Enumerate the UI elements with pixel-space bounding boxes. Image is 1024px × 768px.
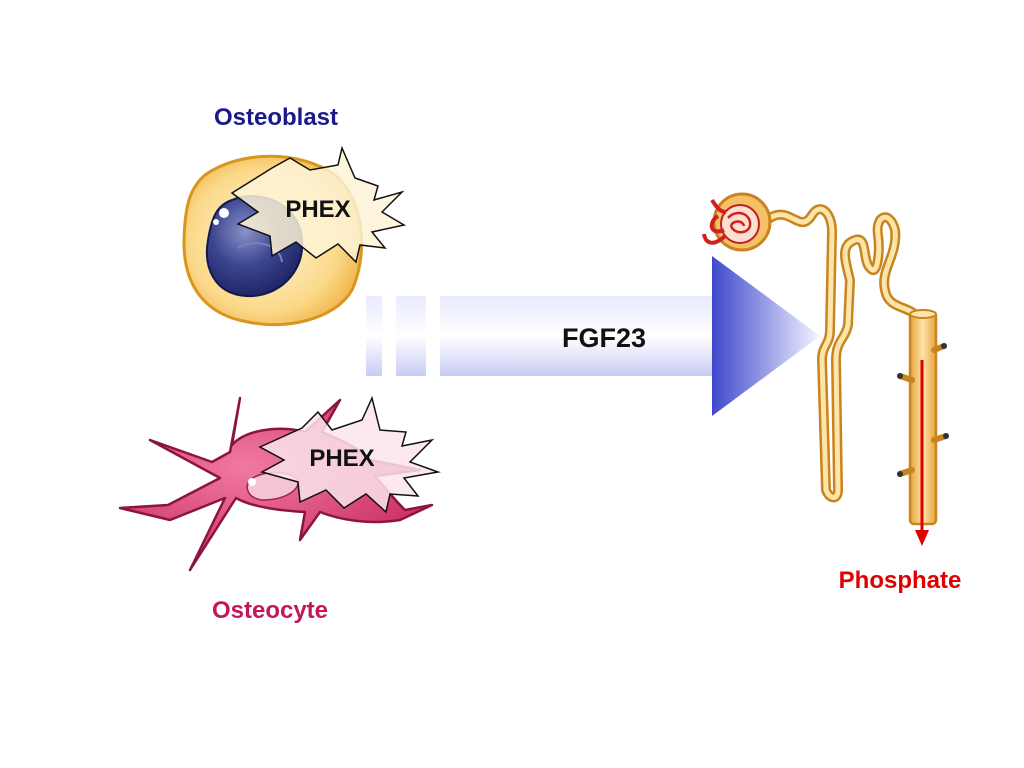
osteoblast-label: Osteoblast bbox=[214, 104, 338, 131]
phosphate-label: Phosphate bbox=[839, 567, 962, 594]
fgf23-label: FGF23 bbox=[562, 323, 646, 353]
osteocyte-label: Osteocyte bbox=[212, 597, 328, 624]
phex-burst-bottom bbox=[258, 395, 441, 514]
phex-label-top: PHEX bbox=[285, 196, 350, 223]
phex-burst-top bbox=[230, 145, 407, 264]
phosphate-arrow bbox=[915, 360, 929, 546]
fgf23-arrow bbox=[366, 256, 820, 416]
phex-label-bottom: PHEX bbox=[309, 445, 374, 472]
